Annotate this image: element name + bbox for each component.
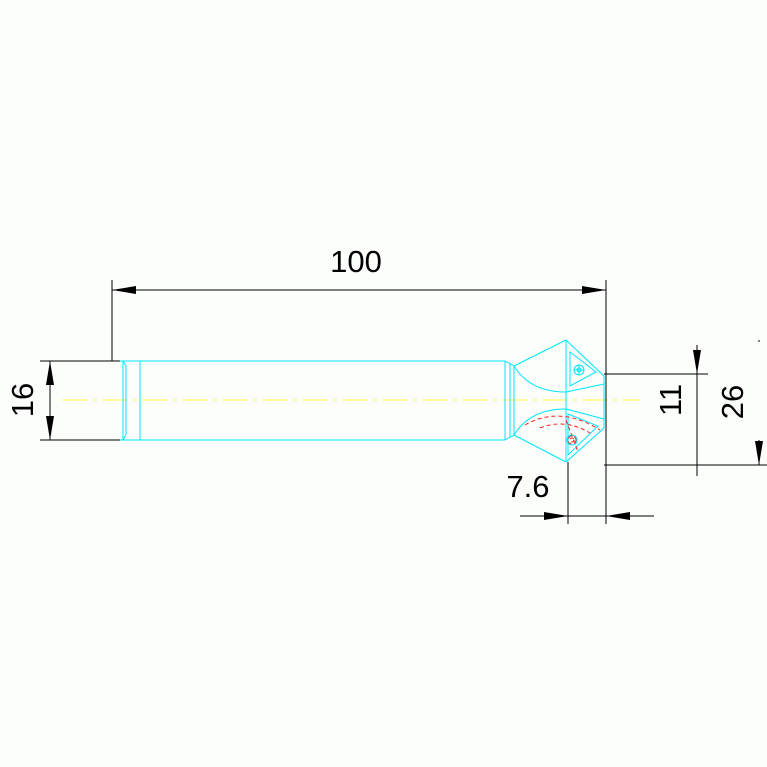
dimension-cutting-diameter: 26 — [715, 340, 763, 465]
tool-body — [112, 360, 515, 441]
dimension-overall-length: 100 — [111, 244, 607, 440]
dimension-chamfer-length: 7.6 — [506, 440, 654, 524]
dimension-cutting-diameter-label: 26 — [715, 385, 750, 419]
dimension-chamfer-length-label: 7.6 — [506, 469, 549, 504]
cutting-head — [513, 339, 605, 463]
dimension-insert-height-label: 11 — [653, 384, 688, 416]
dimension-shank-diameter-label: 16 — [5, 383, 40, 417]
dimension-overall-length-label: 100 — [330, 244, 382, 279]
dimension-insert-height: 11 — [604, 345, 767, 476]
insert-rotation-arc — [524, 415, 601, 431]
dimension-shank-diameter: 16 — [5, 360, 120, 441]
